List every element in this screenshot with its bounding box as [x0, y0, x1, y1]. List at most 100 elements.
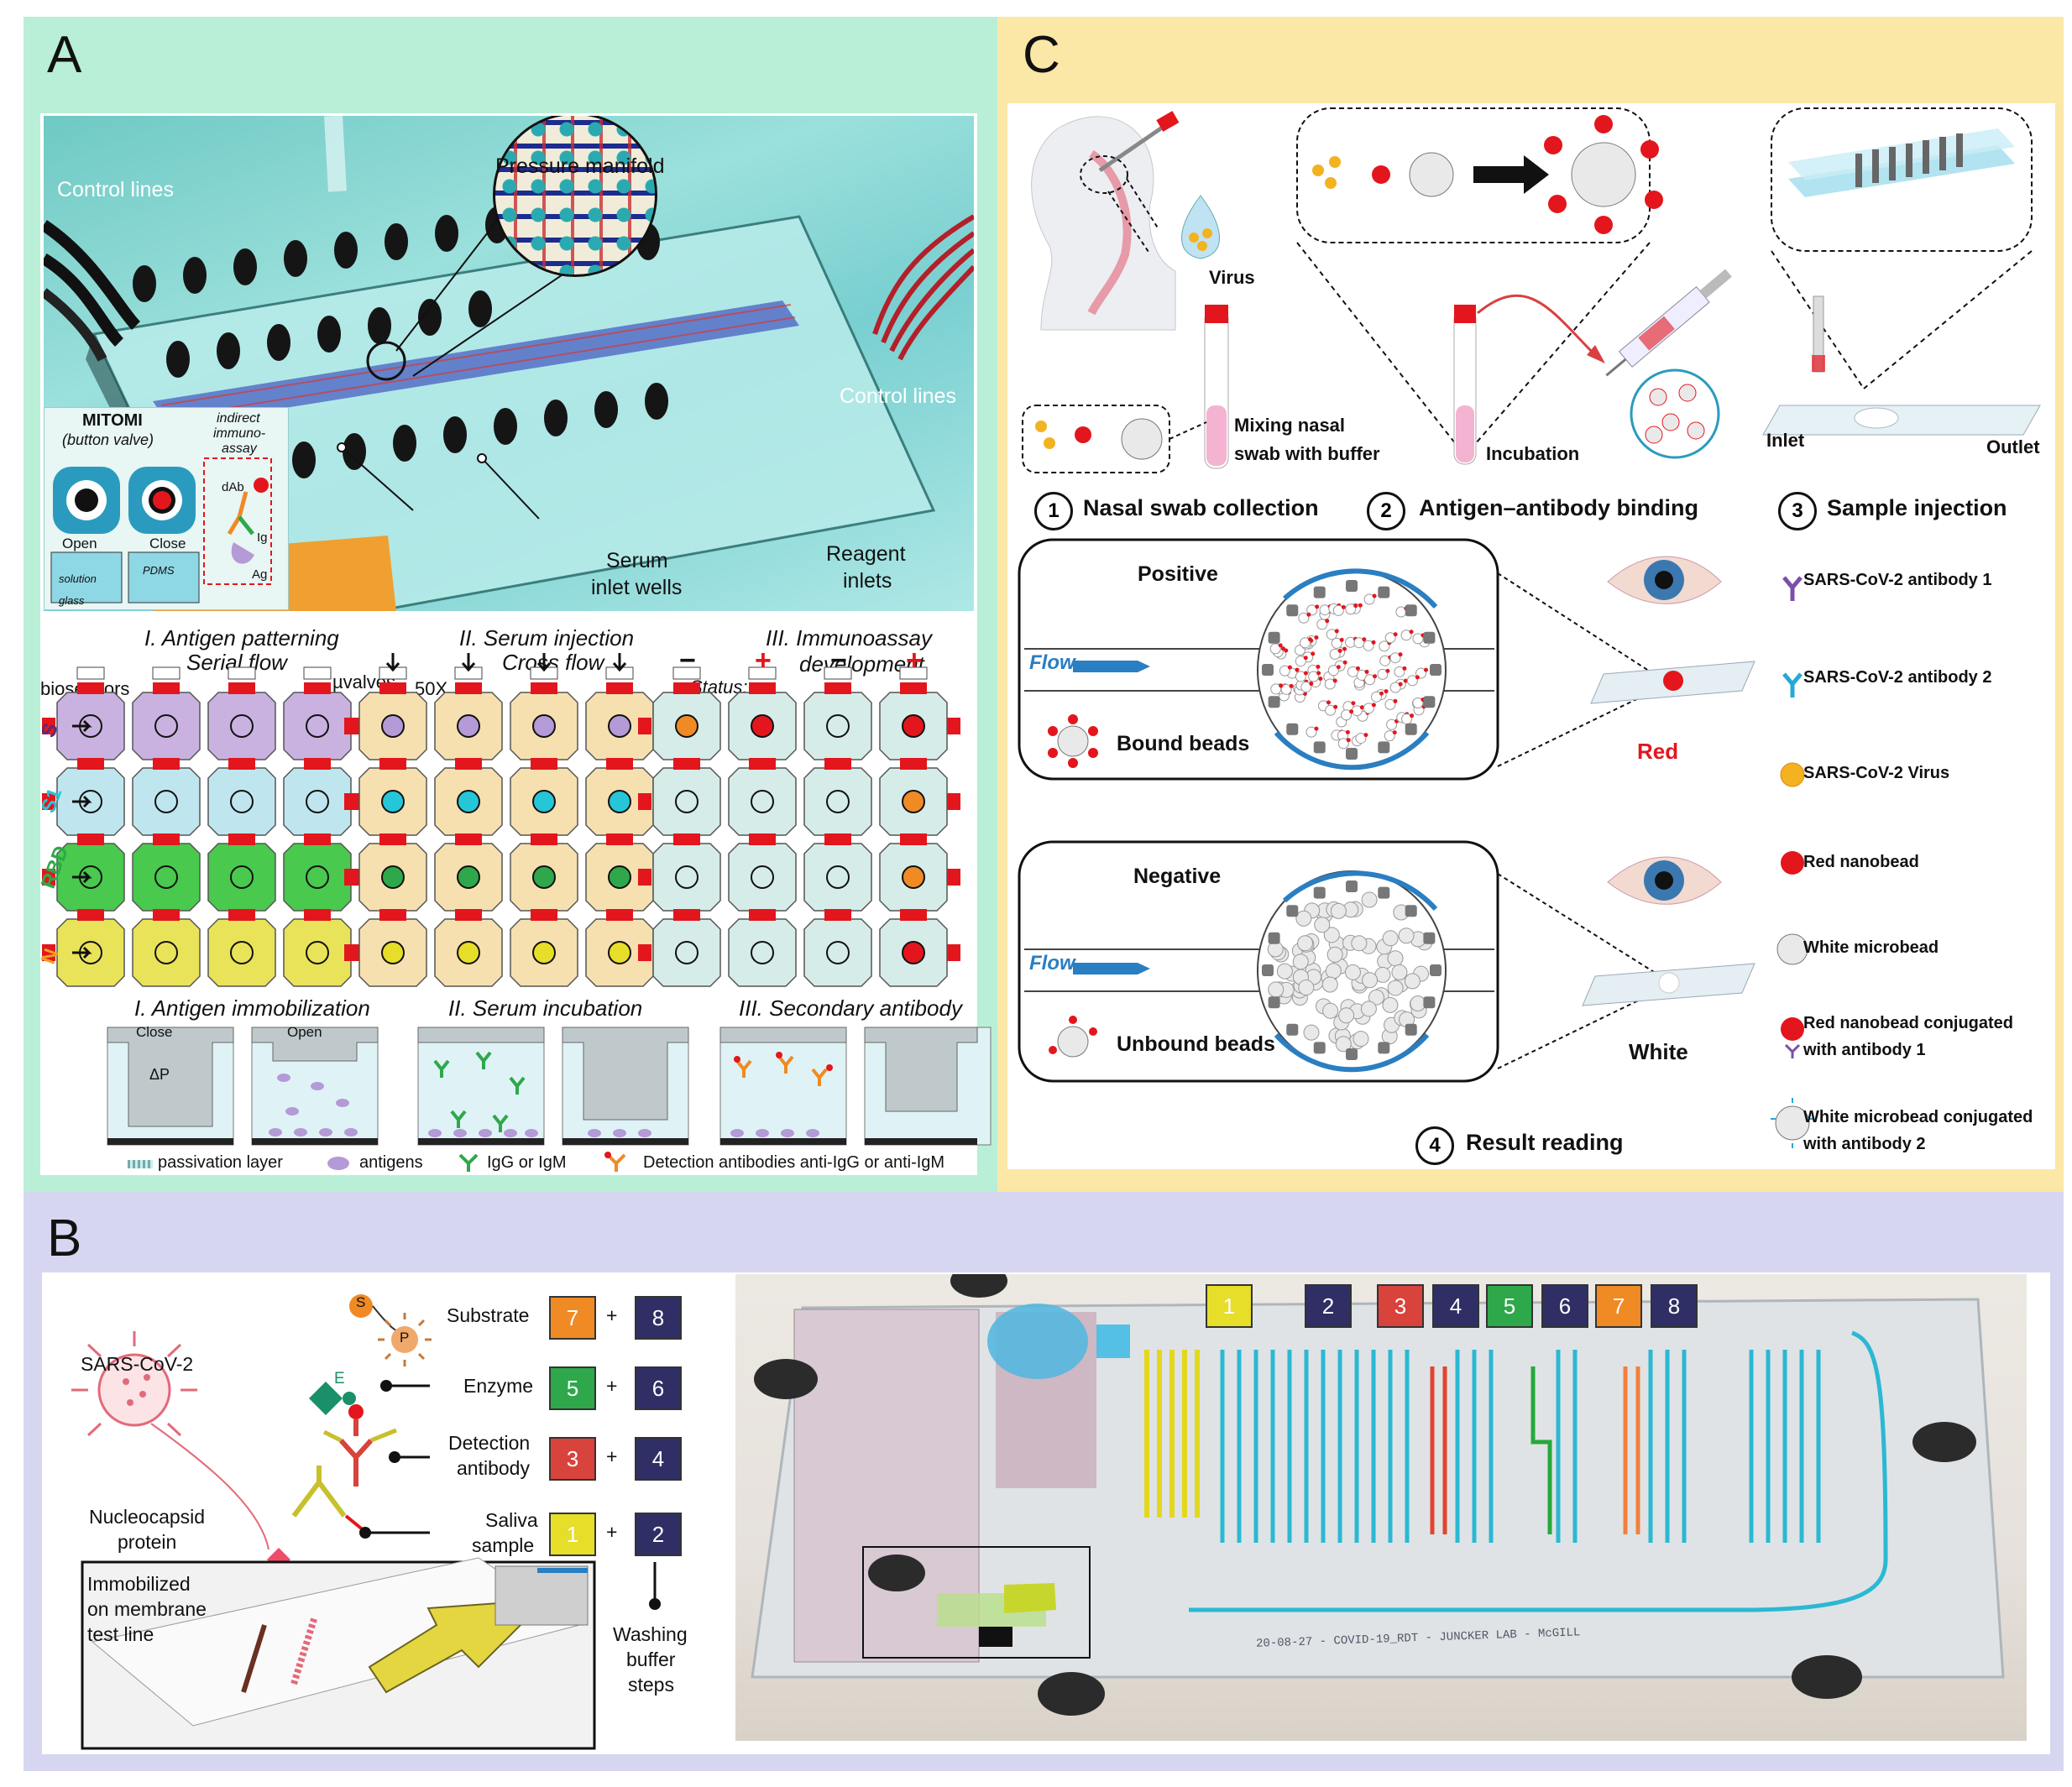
chamber-circle	[154, 714, 178, 738]
inlet-port	[748, 666, 777, 680]
label-incubation: Incubation	[1486, 443, 1580, 464]
chamber-circle	[457, 865, 480, 889]
label-mixing-1: Mixing nasal	[1234, 415, 1346, 436]
chip-photo-b-drawing	[751, 1274, 2005, 1716]
row-detection-box-b: 4	[635, 1437, 682, 1481]
bound-bead	[1324, 678, 1336, 690]
mitomi-assay-3: assay	[222, 442, 257, 456]
panel-letter-a: A	[47, 26, 82, 84]
red-nanobead-dot	[1393, 632, 1398, 637]
antigen-icon	[327, 1157, 349, 1170]
pillar	[1378, 1042, 1390, 1054]
pillar	[1313, 741, 1326, 754]
pillar	[1423, 932, 1436, 944]
bound-bead	[1300, 682, 1312, 693]
valve-red-block	[606, 682, 633, 694]
unbound-bead	[1325, 963, 1342, 980]
unbound-bead	[1297, 935, 1314, 952]
step2-title-1: II. Serum injection	[459, 625, 635, 651]
label-reagent-2: inlets	[843, 569, 892, 593]
unbound-bead	[1268, 981, 1285, 998]
row-enzyme-box-a: 5	[549, 1366, 596, 1410]
bound-bead	[1394, 666, 1405, 677]
pillar	[1286, 604, 1299, 617]
legend-detection: Detection antibodies anti-IgG or anti-Ig…	[643, 1153, 945, 1172]
row-arrow	[72, 870, 92, 884]
valve-red-block	[947, 718, 960, 734]
bound-bead	[1327, 665, 1339, 677]
detection-antibody-icon	[604, 1152, 626, 1172]
valve-red-block	[531, 682, 557, 694]
pillar	[1313, 1042, 1326, 1054]
chip-number-3: 3	[1377, 1284, 1424, 1328]
red-nanobead-dot	[1336, 665, 1341, 670]
bound-bead	[1412, 633, 1424, 645]
valve-red-block	[228, 758, 255, 770]
valve-red-block	[824, 909, 851, 921]
pillar	[1286, 1023, 1299, 1036]
valve-red-block	[749, 682, 776, 694]
inlet-port	[228, 666, 256, 680]
red-nanobead-dot	[1398, 682, 1403, 687]
row-arrow	[72, 946, 92, 959]
valve-red-block	[344, 793, 358, 810]
label-mixing-2: swab with buffer	[1234, 443, 1380, 464]
chamber-circle	[306, 865, 329, 889]
chamber-circle	[608, 714, 631, 738]
legend-c-7a: White microbead conjugated	[1803, 1108, 2033, 1126]
chamber-circle	[381, 865, 405, 889]
label-immobilized-3: test line	[87, 1623, 154, 1645]
unbound-bead	[1351, 935, 1368, 952]
pillar	[1313, 586, 1326, 598]
valve-red-block	[77, 682, 104, 694]
bound-bead	[1306, 604, 1318, 616]
red-nanobead-dot	[1309, 682, 1314, 687]
down-arrow	[461, 653, 476, 672]
mitomi-assay-1: indirect	[217, 411, 260, 426]
bound-bead	[1331, 637, 1342, 649]
legend-c-6b: with antibody 1	[1803, 1041, 1926, 1059]
chip-photo-drawing	[44, 116, 974, 611]
mitomi-assay-2: immuno-	[213, 426, 266, 441]
valve-red-block	[673, 833, 700, 845]
red-nanobead-dot	[1303, 656, 1308, 661]
panel-b-schematic	[71, 1294, 661, 1750]
valve-red-block	[455, 909, 482, 921]
label-washing-2: buffer	[626, 1649, 676, 1670]
label-nucleocapsid-1: Nucleocapsid	[89, 1506, 206, 1528]
valve-red-block	[77, 758, 104, 770]
status-symbol-1: +	[755, 645, 772, 677]
red-nanobead-dot	[1424, 667, 1429, 672]
valve-red-block	[638, 869, 651, 886]
chamber-circle	[751, 865, 774, 889]
red-nanobead-dot	[1280, 646, 1285, 651]
red-nanobead-dot	[1314, 726, 1319, 731]
bound-bead	[1363, 593, 1375, 605]
valve-red-block	[379, 909, 406, 921]
valve-red-block	[42, 718, 55, 734]
valve-red-block	[824, 682, 851, 694]
mitomi-glass: glass	[59, 594, 85, 607]
valve-red-block	[304, 909, 331, 921]
chamber-circle	[826, 790, 850, 813]
bound-bead	[1389, 682, 1401, 693]
red-nanobead-dot	[1410, 713, 1415, 718]
pillar	[1286, 905, 1299, 917]
unbound-bead	[1292, 954, 1309, 970]
section-close-label: Close	[136, 1024, 173, 1040]
pillar	[1430, 664, 1442, 676]
bound-bead	[1384, 730, 1395, 742]
label-washing-3: steps	[628, 1674, 674, 1696]
pillar	[1423, 996, 1436, 1009]
valve-red-block	[900, 833, 927, 845]
mitomi-dab: dAb	[222, 480, 244, 494]
mitomi-ig: Ig	[257, 530, 268, 545]
pillar	[1268, 996, 1280, 1009]
pillar	[1378, 886, 1390, 899]
valve-red-block	[673, 682, 700, 694]
bound-bead	[1345, 604, 1357, 615]
bound-bead	[1300, 637, 1311, 649]
substrate-s-letter: S	[356, 1294, 366, 1310]
valve-red-block	[77, 833, 104, 845]
valve-red-block	[531, 909, 557, 921]
